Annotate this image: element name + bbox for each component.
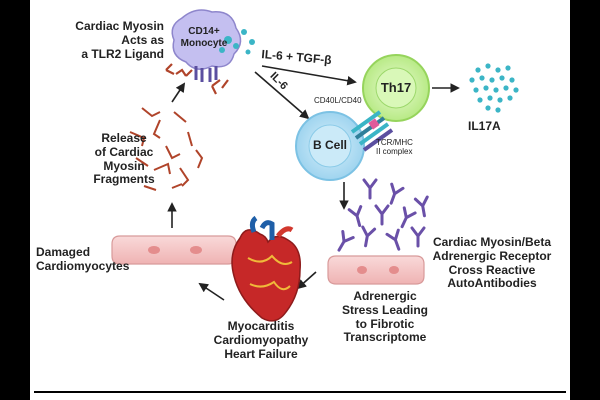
label-th17: Th17 xyxy=(380,80,412,95)
arrow-monocyte-to-th17 xyxy=(261,65,357,86)
stressed-cardiomyocyte-icon xyxy=(327,255,425,285)
label-tcr-mhc: TCR/MHC II complex xyxy=(376,138,413,157)
arrow-monocyte-to-bcell xyxy=(254,71,310,120)
label-cd40: CD40L/CD40 xyxy=(314,96,362,105)
antibody-icon xyxy=(337,178,429,252)
b-cell-icon xyxy=(295,111,365,181)
label-il17a: IL17A xyxy=(468,119,501,133)
damaged-cardiomyocyte-icon xyxy=(111,235,237,265)
label-outcome: Myocarditis Cardiomyopathy Heart Failure xyxy=(213,319,309,361)
label-monocyte: CD14+ Monocyte xyxy=(180,26,228,49)
released-fragments-icon xyxy=(129,107,204,191)
heart-icon xyxy=(231,215,301,322)
arrow-fragments-to-ligand xyxy=(171,82,186,103)
arrow-cell-to-heart xyxy=(296,271,317,290)
label-myosin-ligand: Cardiac Myosin Acts as a TLR2 Ligand xyxy=(75,19,164,61)
label-damaged: Damaged Cardiomyocytes xyxy=(36,245,130,273)
il17a-cytokine-icon xyxy=(469,63,519,113)
cytokine-dots-icon xyxy=(241,29,255,55)
th17-cell-icon xyxy=(362,54,430,122)
flow-arrows xyxy=(167,65,460,301)
tlr2-receptor-icon xyxy=(194,66,218,82)
label-autoantibodies: Cardiac Myosin/Beta Adrenergic Receptor … xyxy=(432,235,552,291)
label-bcell: B Cell xyxy=(312,138,347,152)
label-adrenergic-stress: Adrenergic Stress Leading to Fibrotic Tr… xyxy=(341,289,429,345)
monocyte-cell-icon xyxy=(171,9,242,70)
figure-panel xyxy=(30,0,570,400)
label-release: Release of Cardiac Myosin Fragments xyxy=(93,131,155,187)
myosin-fragment-icon xyxy=(165,63,229,95)
tcr-mhc-complex-icon xyxy=(350,110,394,152)
arrow-heart-to-damaged xyxy=(198,282,225,301)
